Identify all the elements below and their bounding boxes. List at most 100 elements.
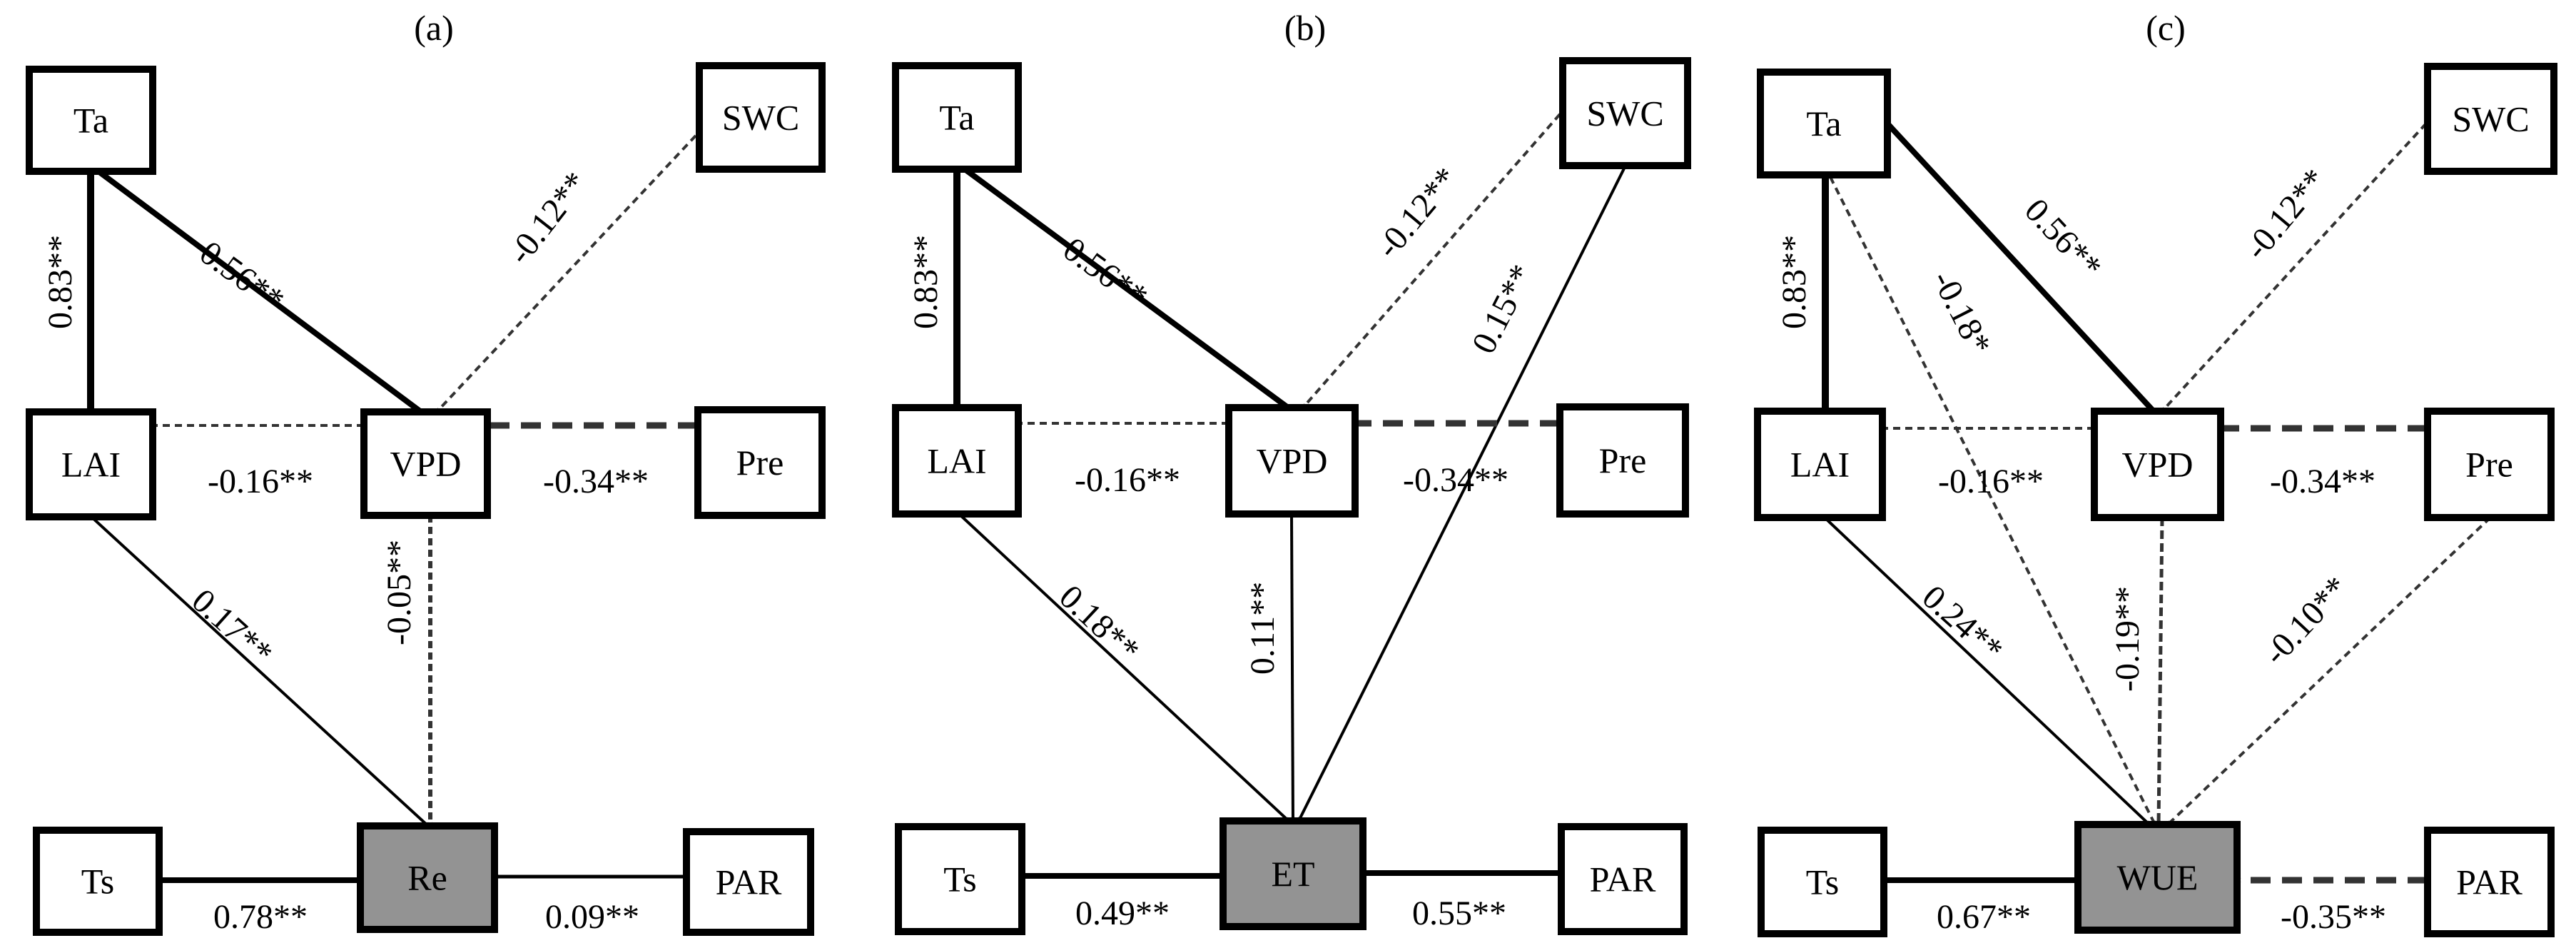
node-box: [2091, 408, 2224, 521]
coefficient-label-vpd-to-lai: -0.16**: [208, 463, 313, 500]
node-box: [1758, 827, 1887, 937]
coefficient-label-ta-to-lai: 0.83**: [1775, 235, 1813, 329]
node-box: [694, 406, 826, 519]
node-vpd: VPD: [1225, 404, 1359, 518]
coefficient-label-par-to-et: 0.55**: [1412, 894, 1506, 932]
node-par: PAR: [683, 828, 814, 936]
node-box: [683, 828, 814, 936]
node-swc: SWC: [2424, 63, 2557, 175]
node-vpd: VPD: [2091, 408, 2224, 521]
node-re-target: Re: [357, 822, 498, 933]
node-ta: Ta: [1757, 69, 1891, 178]
node-par: PAR: [1558, 823, 1688, 935]
node-label: Re: [407, 858, 447, 898]
node-box: [357, 822, 498, 933]
coefficient-label-vpd-to-et: 0.11**: [1244, 582, 1282, 675]
paths-a: 0.83** 0.56** -0.12** -0.16** -0.34** 0.17** -…: [41, 134, 698, 936]
node-label: VPD: [2121, 445, 2193, 485]
node-pre: Pre: [1556, 403, 1689, 518]
node-box: [892, 404, 1022, 518]
coefficient-label-lai-to-re: 0.17**: [185, 582, 280, 673]
node-box: [1757, 69, 1891, 178]
coefficient-label-pre-to-wue: -0.10**: [2256, 569, 2356, 672]
coefficient-label-vpd-to-wue: -0.19**: [2109, 586, 2146, 692]
node-label: PAR: [1590, 859, 1656, 899]
path-arrow-swc-to-vpd: [1302, 113, 1561, 409]
node-box: [1225, 404, 1359, 518]
node-label: SWC: [1586, 94, 1663, 133]
node-label: PAR: [716, 862, 782, 902]
coefficient-label-lai-to-wue: 0.24**: [1915, 578, 2011, 670]
node-pre: Pre: [2424, 408, 2555, 521]
paths-c: 0.83**0.56**-0.18*-0.12**-0.16**-0.34**0…: [1775, 121, 2492, 936]
node-et-target: ET: [1219, 817, 1366, 930]
node-label: LAI: [927, 441, 986, 481]
node-lai: LAI: [1754, 408, 1886, 521]
node-label: Ta: [1806, 104, 1841, 143]
coefficient-label-vpd-to-re: -0.05**: [380, 540, 418, 645]
node-ts: Ts: [895, 823, 1025, 935]
node-label: SWC: [2452, 99, 2529, 139]
coefficient-label-ta-to-lai: 0.83**: [41, 235, 79, 329]
node-ts: Ts: [33, 827, 163, 936]
coefficient-label-ta-to-lai: 0.83**: [907, 235, 945, 329]
coefficient-label-swc-to-vpd: -0.12**: [500, 165, 595, 271]
node-box: [696, 62, 826, 173]
node-ta: Ta: [26, 66, 156, 175]
node-label: VPD: [390, 444, 461, 484]
node-box: [2424, 827, 2555, 937]
coefficient-label-lai-to-et: 0.18**: [1052, 578, 1147, 670]
node-vpd: VPD: [360, 408, 491, 519]
coefficient-label-pre-to-vpd: -0.34**: [543, 463, 649, 500]
coefficient-label-ta-to-vpd: 0.56**: [1056, 230, 1155, 316]
panel-c: (c) 0.83**0.56**-0.18*-0.12**-0.16**-0.3…: [1754, 8, 2557, 937]
path-arrow-lai-to-et: [958, 513, 1290, 822]
node-label: Ts: [81, 862, 115, 902]
node-label: Pre: [1599, 440, 1647, 480]
node-label: Ta: [73, 101, 108, 141]
path-arrow-vpd-to-wue: [2156, 517, 2164, 825]
node-box: [360, 408, 491, 519]
node-box: [1556, 403, 1689, 518]
panel-title-a: (a): [414, 8, 454, 48]
node-label: Pre: [2465, 445, 2513, 485]
node-box: [2074, 821, 2241, 934]
path-arrow-lai-to-re: [90, 515, 430, 827]
panel-title-b: (b): [1284, 8, 1326, 48]
coefficient-label-swc-to-vpd: -0.12**: [2237, 161, 2334, 266]
node-box: [892, 62, 1022, 173]
node-lai: LAI: [892, 404, 1022, 518]
node-ta: Ta: [892, 62, 1022, 173]
node-swc: SWC: [696, 62, 826, 173]
path-arrow-swc-to-vpd: [2161, 122, 2428, 413]
node-ts: Ts: [1758, 827, 1887, 937]
node-label: ET: [1271, 854, 1314, 894]
path-arrow-ta-to-vpd: [96, 168, 423, 415]
coefficient-label-swc-to-et: 0.15**: [1465, 258, 1541, 360]
node-par: PAR: [2424, 827, 2555, 937]
node-box: [26, 66, 156, 175]
path-arrow-swc-to-vpd: [435, 134, 697, 413]
node-box: [33, 827, 163, 936]
node-box: [2424, 63, 2557, 175]
coefficient-label-vpd-to-lai: -0.16**: [1075, 461, 1180, 499]
coefficient-label-ts-to-et: 0.49**: [1075, 894, 1170, 932]
node-box: [1558, 823, 1688, 935]
coefficient-label-par-to-wue: -0.35**: [2281, 898, 2386, 936]
node-box: [1219, 817, 1366, 930]
panel-title-c: (c): [2146, 8, 2186, 48]
path-arrow-ta-to-vpd: [1885, 121, 2156, 413]
coefficient-label-ta-to-vpd: 0.56**: [2017, 191, 2109, 286]
coefficient-label-ta-to-vpd: 0.56**: [193, 233, 291, 319]
node-label: Pre: [736, 443, 784, 483]
node-box: [2424, 408, 2555, 521]
node-label: Ta: [939, 98, 974, 138]
node-box: [1559, 57, 1691, 169]
panel-a: (a) 0.83** 0.56** -0.12** -0.16** -0.34** 0.1…: [26, 8, 826, 936]
node-label: WUE: [2117, 857, 2199, 897]
coefficient-label-ts-to-re: 0.78**: [213, 898, 308, 936]
coefficient-label-par-to-re: 0.09**: [545, 898, 639, 936]
node-label: Ts: [1806, 862, 1840, 902]
